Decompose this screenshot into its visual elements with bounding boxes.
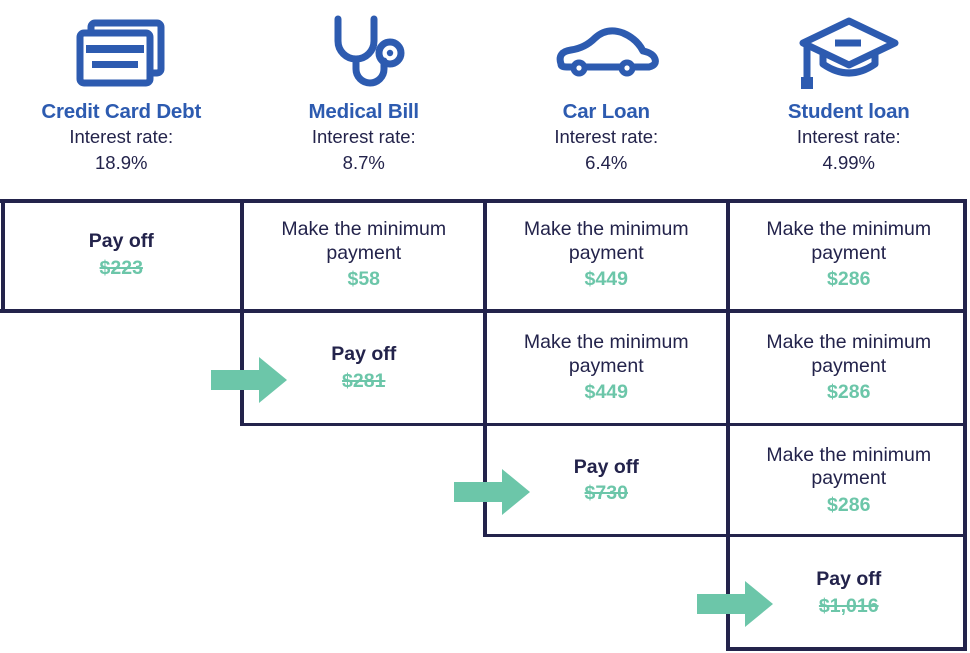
cell-action: Pay off [331, 343, 397, 366]
cell-row2-car-loan[interactable]: Make the minimum payment $449 [485, 311, 728, 425]
table-border-right [963, 199, 967, 651]
cell-row1-medical-bill[interactable]: Make the minimum payment $58 [243, 199, 486, 311]
cell-amount: $223 [99, 256, 143, 279]
cell-action: Make the minimum payment [766, 443, 932, 490]
cell-action: Pay off [573, 455, 639, 478]
table-border-bottom [726, 647, 967, 651]
stethoscope-icon [243, 8, 486, 100]
cell-amount: $449 [584, 268, 628, 291]
debt-name: Car Loan [562, 100, 650, 123]
cell-action: Make the minimum payment [766, 218, 932, 264]
cell-row3-car-loan[interactable]: Pay off $730 [485, 425, 728, 536]
interest-rate-value: 8.7% [342, 152, 385, 174]
cell-row1-car-loan[interactable]: Make the minimum payment $449 [485, 199, 728, 311]
cell-action: Pay off [88, 230, 154, 253]
cell-row3-medical-bill [243, 425, 486, 536]
cell-amount: $281 [342, 369, 386, 392]
graduation-cap-icon [728, 8, 970, 100]
table-row: Pay off $730 Make the minimum payment $2… [0, 425, 970, 536]
interest-rate-label: Interest rate: [554, 125, 659, 147]
cell-action: Pay off [816, 568, 882, 591]
table-border-row3-bottom [483, 534, 967, 537]
cell-amount: $286 [827, 381, 871, 404]
debt-header-car-loan: Car Loan Interest rate: 6.4% [485, 0, 728, 200]
interest-rate-label: Interest rate: [311, 125, 416, 147]
cell-amount: $286 [827, 493, 871, 516]
table-row: Pay off $281 Make the minimum payment $4… [0, 311, 970, 425]
arrow-to-car-loan [454, 469, 530, 515]
cell-row4-car-loan [485, 536, 728, 650]
table-border-col3 [726, 199, 730, 651]
table-border-row2-bottom [240, 423, 967, 426]
cell-row2-student-loan[interactable]: Make the minimum payment $286 [728, 311, 970, 425]
interest-rate-label: Interest rate: [69, 125, 174, 147]
cell-row4-credit-card-debt [0, 536, 243, 650]
debt-header-credit-card-debt: Credit Card Debt Interest rate: 18.9% [0, 0, 243, 200]
debt-header-row: Credit Card Debt Interest rate: 18.9% Me… [0, 0, 970, 200]
cell-row2-credit-card-debt [0, 311, 243, 425]
cell-amount: $1,016 [818, 594, 879, 617]
debt-header-student-loan: Student loan Interest rate: 4.99% [728, 0, 970, 200]
interest-rate-value: 18.9% [95, 152, 148, 174]
table-border-col2 [483, 199, 487, 537]
cell-action: Make the minimum payment [281, 218, 447, 264]
table-border-col1 [240, 199, 244, 426]
cell-amount: $449 [584, 381, 628, 404]
cell-amount: $286 [827, 268, 871, 291]
cell-row3-student-loan[interactable]: Make the minimum payment $286 [728, 425, 970, 536]
cell-row4-student-loan[interactable]: Pay off $1,016 [728, 536, 970, 650]
cell-row2-medical-bill[interactable]: Pay off $281 [243, 311, 486, 425]
cell-row4-medical-bill [243, 536, 486, 650]
payoff-schedule-table: Pay off $223 Make the minimum payment $5… [0, 199, 970, 653]
cell-row1-student-loan[interactable]: Make the minimum payment $286 [728, 199, 970, 311]
interest-rate-value: 4.99% [822, 152, 875, 174]
interest-rate-label: Interest rate: [796, 125, 901, 147]
table-border-left [1, 199, 5, 313]
table-row: Pay off $1,016 [0, 536, 970, 650]
table-row: Pay off $223 Make the minimum payment $5… [0, 199, 970, 311]
cell-action: Make the minimum payment [523, 331, 689, 377]
car-icon [485, 8, 728, 100]
debt-name: Medical Bill [308, 100, 420, 123]
cell-row1-credit-card-debt[interactable]: Pay off $223 [0, 199, 243, 311]
arrow-to-student-loan [697, 581, 773, 627]
debt-name: Credit Card Debt [41, 100, 202, 123]
cell-action: Make the minimum payment [523, 218, 689, 264]
cell-amount: $730 [584, 482, 628, 504]
cell-action: Make the minimum payment [766, 331, 932, 377]
credit-cards-icon [0, 8, 243, 100]
debt-header-medical-bill: Medical Bill Interest rate: 8.7% [243, 0, 486, 200]
interest-rate-value: 6.4% [585, 152, 628, 174]
arrow-to-medical-bill [211, 357, 287, 403]
cell-amount: $58 [347, 268, 381, 291]
debt-name: Student loan [787, 100, 910, 123]
cell-row3-credit-card-debt [0, 425, 243, 536]
